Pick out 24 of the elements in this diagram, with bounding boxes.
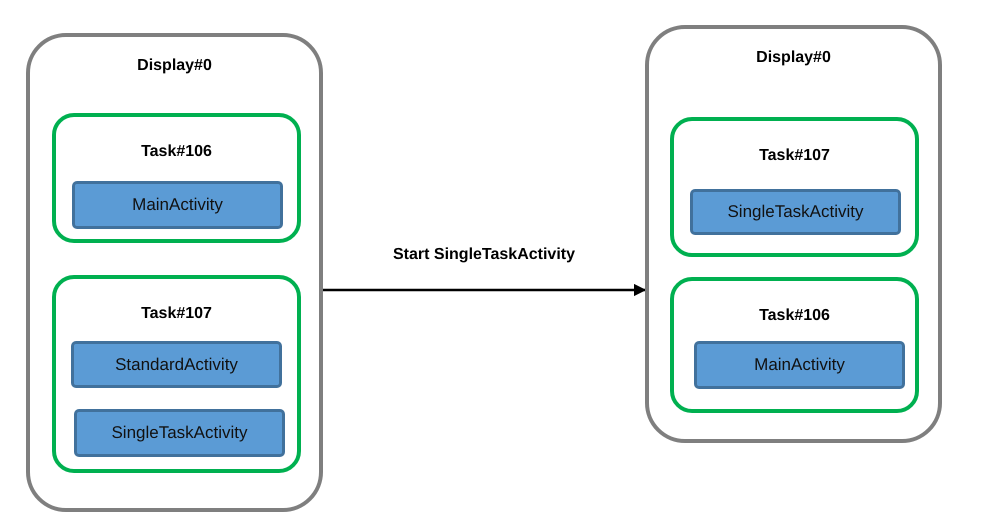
activity-name: SingleTaskActivity [111, 423, 248, 443]
activity-name: StandardActivity [115, 354, 238, 374]
task-container [52, 113, 301, 243]
display-container [26, 33, 323, 512]
activity-box [72, 181, 283, 229]
activity-box [71, 341, 282, 388]
activity-name: MainActivity [754, 355, 845, 375]
arrow [323, 284, 646, 296]
task-container [670, 117, 919, 257]
display-title: Display#0 [137, 57, 212, 75]
task-title: Task#107 [141, 305, 212, 323]
activity-box [74, 409, 285, 457]
edge-label: Start SingleTaskActivity [393, 246, 575, 264]
task-title: Task#107 [759, 147, 830, 165]
display-container [645, 25, 942, 443]
task-container [52, 275, 301, 473]
task-title: Task#106 [759, 307, 830, 325]
task-title: Task#106 [141, 143, 212, 161]
task-container [670, 277, 919, 413]
activity-name: SingleTaskActivity [727, 202, 864, 222]
activity-name: MainActivity [132, 195, 223, 215]
display-title: Display#0 [756, 49, 831, 67]
activity-box [690, 189, 901, 235]
activity-box [694, 341, 905, 389]
